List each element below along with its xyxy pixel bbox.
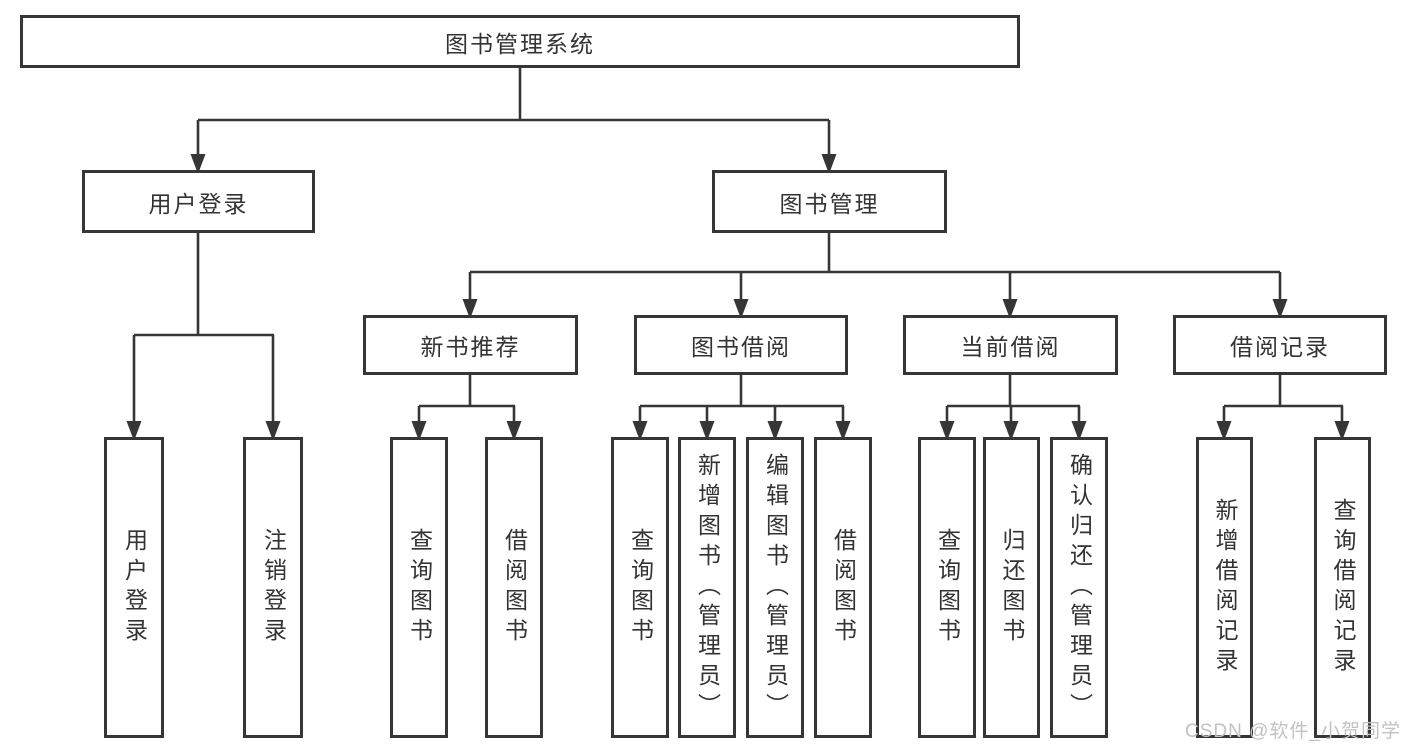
leaf-return-books: 归还图书 (983, 437, 1040, 738)
leaf-logout: 注销登录 (243, 437, 303, 738)
leaf-add-books-admin-label: 新增图书（管理员） (694, 452, 721, 723)
node-library-system: 图书管理系统 (20, 15, 1020, 68)
connector-book-management-to-level3 (462, 233, 1288, 319)
leaf-edit-books-admin-label: 编辑图书（管理员） (762, 452, 789, 723)
csdn-watermark: CSDN @软件_小贺同学 (1185, 721, 1401, 742)
leaf-query-books-recommend-label: 查询图书 (406, 527, 433, 648)
node-new-book-recommend: 新书推荐 (363, 315, 578, 375)
node-current-borrow: 当前借阅 (903, 315, 1118, 375)
leaf-confirm-return-admin-label: 确认归还（管理员） (1066, 452, 1093, 723)
node-borrow-records: 借阅记录 (1173, 315, 1387, 375)
leaf-query-borrow-record: 查询借阅记录 (1314, 437, 1371, 738)
node-new-book-recommend-label: 新书推荐 (420, 334, 521, 360)
node-borrow-records-label: 借阅记录 (1230, 334, 1330, 360)
leaf-query-books-current-label: 查询图书 (934, 527, 961, 648)
leaf-edit-books-admin: 编辑图书（管理员） (746, 437, 804, 738)
leaf-add-books-admin: 新增图书（管理员） (678, 437, 736, 738)
leaf-logout-label: 注销登录 (260, 527, 287, 648)
leaf-borrow-books-label: 借阅图书 (830, 527, 857, 648)
node-library-system-label: 图书管理系统 (445, 30, 595, 57)
node-current-borrow-label: 当前借阅 (960, 334, 1061, 360)
leaf-add-borrow-record-label: 新增借阅记录 (1212, 497, 1238, 678)
leaf-query-books-current: 查询图书 (918, 437, 976, 738)
leaf-user-login-label: 用户登录 (121, 527, 148, 648)
node-book-management: 图书管理 (712, 170, 947, 233)
node-book-borrow: 图书借阅 (634, 315, 848, 375)
leaf-query-books-borrow: 查询图书 (611, 437, 669, 738)
leaf-borrow-books-recommend-label: 借阅图书 (501, 527, 528, 648)
leaf-query-books-recommend: 查询图书 (390, 437, 448, 738)
leaf-query-borrow-record-label: 查询借阅记录 (1330, 497, 1356, 678)
leaf-add-borrow-record: 新增借阅记录 (1196, 437, 1253, 738)
node-user-login-label: 用户登录 (148, 190, 249, 217)
connector-new-book-to-leaves (411, 375, 522, 441)
connector-root-to-level2 (190, 68, 837, 174)
leaf-confirm-return-admin: 确认归还（管理员） (1050, 437, 1108, 738)
leaf-query-books-borrow-label: 查询图书 (627, 527, 654, 648)
leaf-borrow-books-recommend: 借阅图书 (485, 437, 543, 738)
connector-current-borrow-to-leaves (939, 375, 1087, 441)
node-user-login: 用户登录 (82, 170, 315, 233)
leaf-return-books-label: 归还图书 (999, 527, 1025, 648)
leaf-borrow-books: 借阅图书 (814, 437, 872, 738)
connector-user-login-to-leaves (126, 233, 281, 441)
node-book-borrow-label: 图书借阅 (691, 334, 791, 360)
leaf-user-login: 用户登录 (104, 437, 164, 738)
node-book-management-label: 图书管理 (779, 190, 880, 217)
connector-book-borrow-to-leaves (632, 375, 851, 441)
connector-borrow-records-to-leaves (1216, 375, 1350, 441)
